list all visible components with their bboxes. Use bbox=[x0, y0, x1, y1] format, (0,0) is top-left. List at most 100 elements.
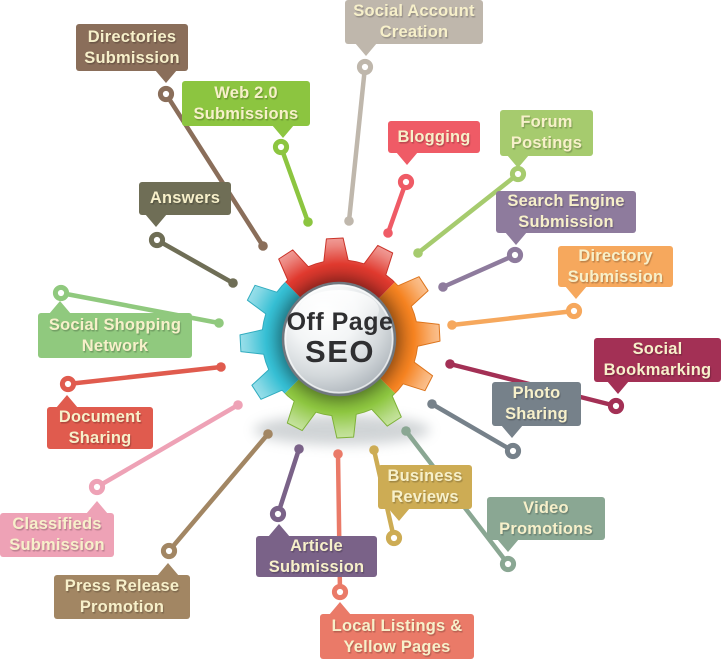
label-tail-pointer bbox=[501, 425, 523, 438]
connector-line bbox=[440, 252, 518, 290]
connector-dot bbox=[344, 216, 354, 226]
connector-ring bbox=[509, 165, 527, 183]
connector-ring bbox=[506, 246, 524, 264]
connector-line bbox=[415, 171, 521, 256]
label-text-line: Forum bbox=[520, 113, 573, 131]
label-text-line: Article bbox=[290, 536, 343, 555]
label-text-line: Web 2.0 bbox=[214, 83, 278, 102]
connector-line bbox=[278, 144, 311, 225]
connector-dot bbox=[447, 320, 457, 330]
label-tail-pointer bbox=[388, 508, 410, 521]
label-text-line: Social Shopping bbox=[48, 315, 182, 334]
connector-dot bbox=[401, 426, 411, 436]
connector-ring bbox=[269, 505, 287, 523]
connector-line bbox=[166, 431, 271, 554]
connector-line bbox=[154, 237, 236, 286]
label-tail-pointer bbox=[565, 286, 587, 299]
label-text-line: Submission bbox=[268, 557, 365, 576]
connector-ring bbox=[385, 529, 403, 547]
connector-ring bbox=[148, 231, 166, 249]
connector-ring bbox=[331, 583, 349, 601]
connector-line bbox=[58, 290, 222, 326]
gear-quadrant-left bbox=[239, 237, 340, 439]
connector-ring bbox=[88, 478, 106, 496]
label-text-line: Social Account bbox=[353, 2, 475, 20]
label-text-line: Business bbox=[387, 467, 463, 485]
label-tail-pointer bbox=[49, 301, 71, 314]
label-local-listings-yellow-pages: Local Listings &Yellow Pages bbox=[320, 602, 474, 659]
connector-line bbox=[385, 179, 409, 236]
seo-gear-graphic bbox=[239, 237, 441, 439]
connector-ring bbox=[397, 173, 415, 191]
connector-line bbox=[275, 446, 302, 517]
label-tail-pointer bbox=[607, 381, 629, 394]
connector-dot bbox=[383, 228, 393, 238]
connector-ring bbox=[59, 375, 77, 393]
label-tail-pointer bbox=[86, 501, 108, 514]
label-text-line: Postings bbox=[510, 134, 583, 152]
label-tail-pointer bbox=[396, 152, 418, 165]
label-text-line: Photo bbox=[512, 384, 561, 402]
label-tail-pointer bbox=[145, 214, 167, 227]
connector-dot bbox=[216, 362, 226, 372]
connector-ring bbox=[160, 542, 178, 560]
connector-dot bbox=[438, 282, 448, 292]
connector-dot bbox=[258, 241, 268, 251]
connector-group bbox=[52, 58, 625, 601]
connector-dot bbox=[369, 445, 379, 455]
label-text-line: Sharing bbox=[68, 429, 132, 447]
connector-ring bbox=[157, 85, 175, 103]
label-text-line: Directory bbox=[578, 246, 653, 265]
connector-ring bbox=[499, 555, 517, 573]
connector-dot bbox=[445, 359, 455, 369]
label-text-line: Yellow Pages bbox=[343, 637, 451, 656]
label-text-line: Reviews bbox=[391, 488, 459, 506]
label-text-line: Document bbox=[58, 408, 142, 426]
label-tail-pointer bbox=[497, 539, 519, 552]
label-text-line: Promotions bbox=[499, 519, 593, 538]
label-text-line: Submission bbox=[518, 213, 614, 231]
label-tail-pointer bbox=[155, 70, 177, 83]
connector-dot bbox=[263, 429, 273, 439]
connector-ring bbox=[272, 138, 290, 156]
label-tail-pointer bbox=[507, 155, 529, 168]
connector-line bbox=[65, 364, 224, 387]
connector-line bbox=[449, 308, 577, 328]
connector-dot bbox=[303, 217, 313, 227]
connector-ring bbox=[607, 397, 625, 415]
label-blogging: Blogging bbox=[388, 121, 480, 165]
label-text-line: Submission bbox=[9, 536, 105, 554]
connector-dot bbox=[294, 444, 304, 454]
label-tail-pointer bbox=[268, 524, 290, 537]
label-text-line: Blogging bbox=[397, 127, 471, 146]
connector-ring bbox=[356, 58, 374, 76]
label-text-line: Classifieds bbox=[12, 515, 102, 533]
connector-dot bbox=[427, 399, 437, 409]
label-text-line: Sharing bbox=[505, 405, 568, 423]
connector-line bbox=[429, 401, 516, 454]
connector-dot bbox=[228, 278, 238, 288]
label-text-line: Press Release bbox=[64, 577, 180, 595]
label-text-line: Network bbox=[81, 336, 149, 355]
label-tail-pointer bbox=[272, 125, 294, 138]
label-answers: Answers bbox=[139, 182, 231, 227]
label-text-line: Bookmarking bbox=[603, 361, 712, 379]
label-text-line: Creation bbox=[379, 23, 449, 41]
label-tail-pointer bbox=[56, 395, 78, 408]
